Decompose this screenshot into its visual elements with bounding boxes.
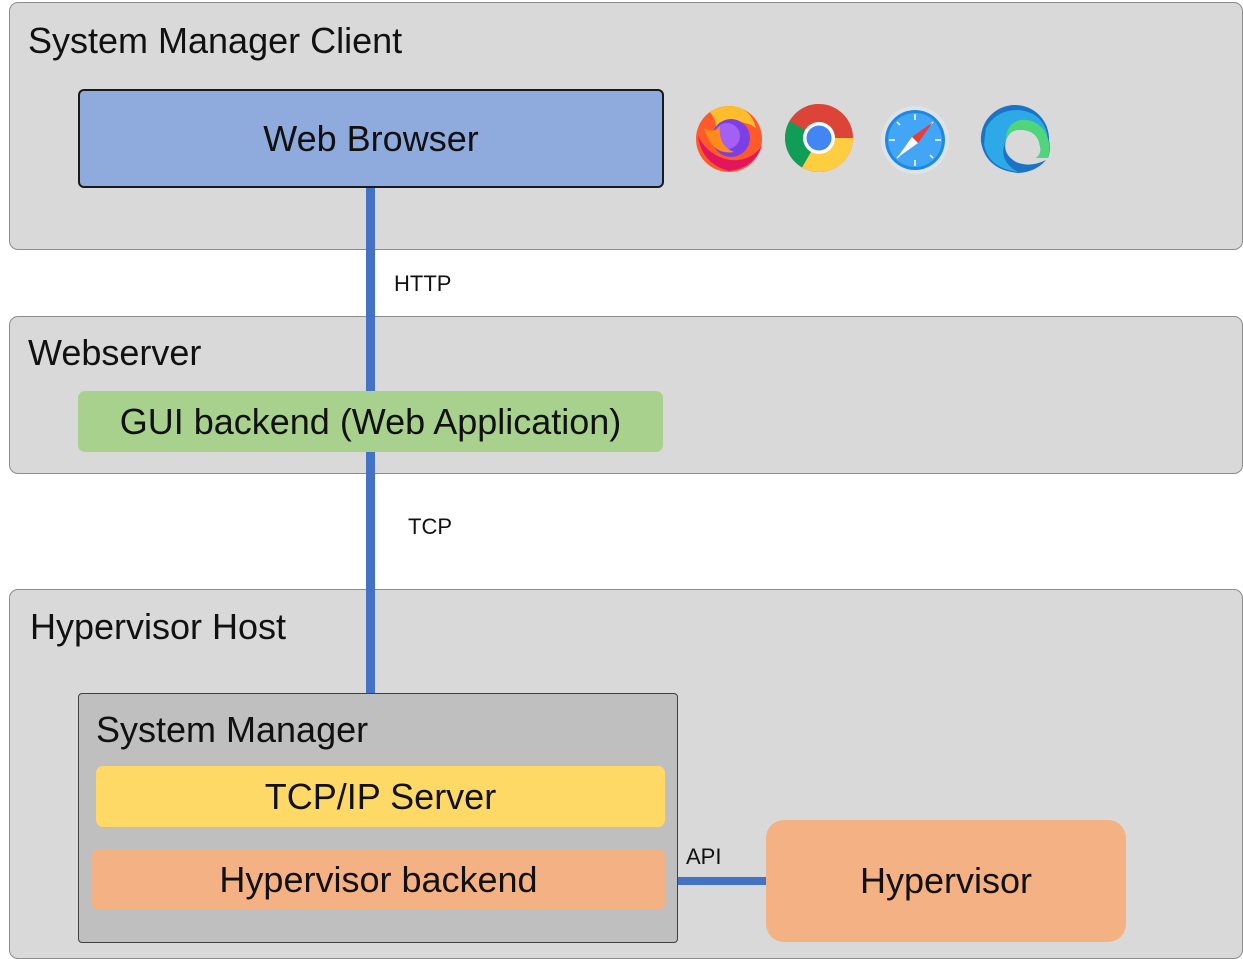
hypervisor-box: Hypervisor (766, 820, 1126, 942)
tcp-connector (366, 451, 375, 694)
webserver-title: Webserver (28, 332, 202, 373)
firefox-icon (696, 106, 762, 172)
safari-icon (881, 106, 949, 174)
api-connector (677, 877, 768, 885)
http-connector (366, 186, 375, 392)
gui-backend-box: GUI backend (Web Application) (78, 391, 663, 452)
system-manager-client-title: System Manager Client (28, 20, 403, 61)
chrome-icon (785, 104, 853, 172)
system-manager-title: System Manager (96, 709, 369, 750)
tcpip-server-box: TCP/IP Server (96, 766, 665, 827)
api-label: API (686, 844, 722, 869)
edge-icon (980, 104, 1050, 173)
hypervisor-backend-box: Hypervisor backend (92, 849, 665, 910)
tcp-label: TCP (408, 514, 452, 539)
http-label: HTTP (394, 271, 452, 296)
hypervisor-host-title: Hypervisor Host (30, 606, 287, 647)
web-browser-box: Web Browser (78, 89, 664, 188)
